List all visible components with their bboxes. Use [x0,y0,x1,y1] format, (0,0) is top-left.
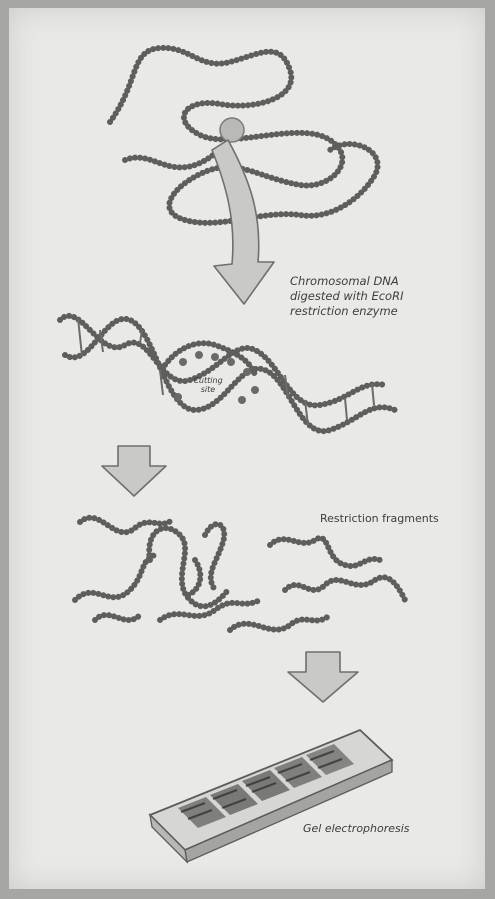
dna-double-helix [60,316,395,431]
step-arrow-2 [288,652,358,702]
cutting-site-line-2: site [188,385,228,394]
digested-with-text: digested with [290,289,371,303]
restriction-fragments [75,518,405,630]
enzyme-name: EcoRI [371,289,403,303]
gel-electrophoresis-label: Gel electrophoresis [303,822,410,836]
chromosomal-dna-line-2: digested with EcoRI [290,289,480,304]
chromosomal-dna-line-3: restriction enzyme [290,304,480,319]
gel-slab [150,730,392,862]
chromosomal-dna-label: Chromosomal DNA digested with EcoRI rest… [290,274,480,319]
cutting-site-label: Cutting site [188,376,228,394]
chromosomal-dna-line-1: Chromosomal DNA [290,274,480,289]
step-arrow-1 [102,446,166,496]
cutting-site-line-1: Cutting [188,376,228,385]
restriction-fragments-label: Restriction fragments [320,512,439,526]
